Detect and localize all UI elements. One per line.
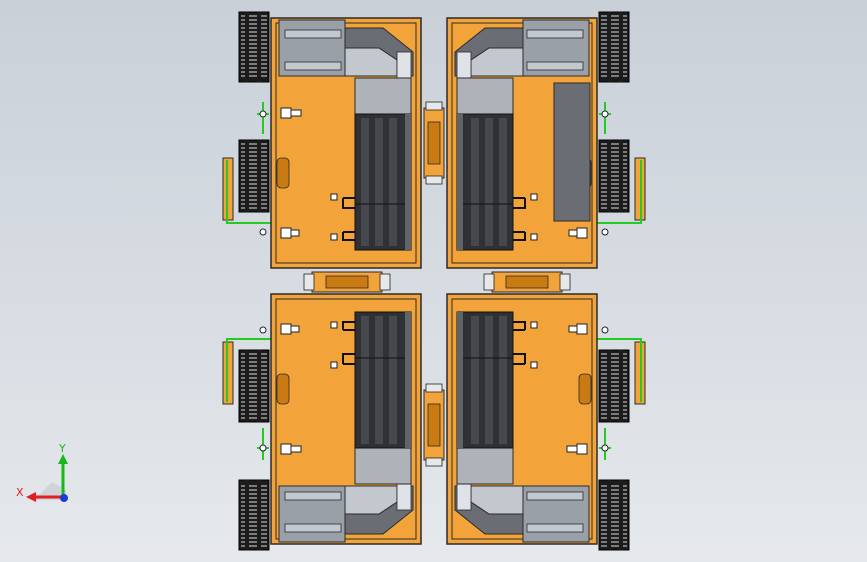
front-left-module[interactable] — [222, 11, 422, 269]
y-axis-label: Y — [58, 442, 66, 455]
rear-left-module[interactable] — [222, 293, 422, 551]
coupling-link-right — [483, 271, 571, 293]
axis-triad: Y X — [16, 442, 68, 502]
coupling-link-left — [303, 271, 391, 293]
battery-panel — [553, 82, 591, 222]
front-right-module[interactable] — [446, 11, 646, 269]
rear-right-module[interactable] — [446, 293, 646, 551]
coupling-link-bottom — [423, 383, 445, 467]
coupling-link-top — [423, 101, 445, 185]
x-axis-label: X — [16, 486, 24, 499]
